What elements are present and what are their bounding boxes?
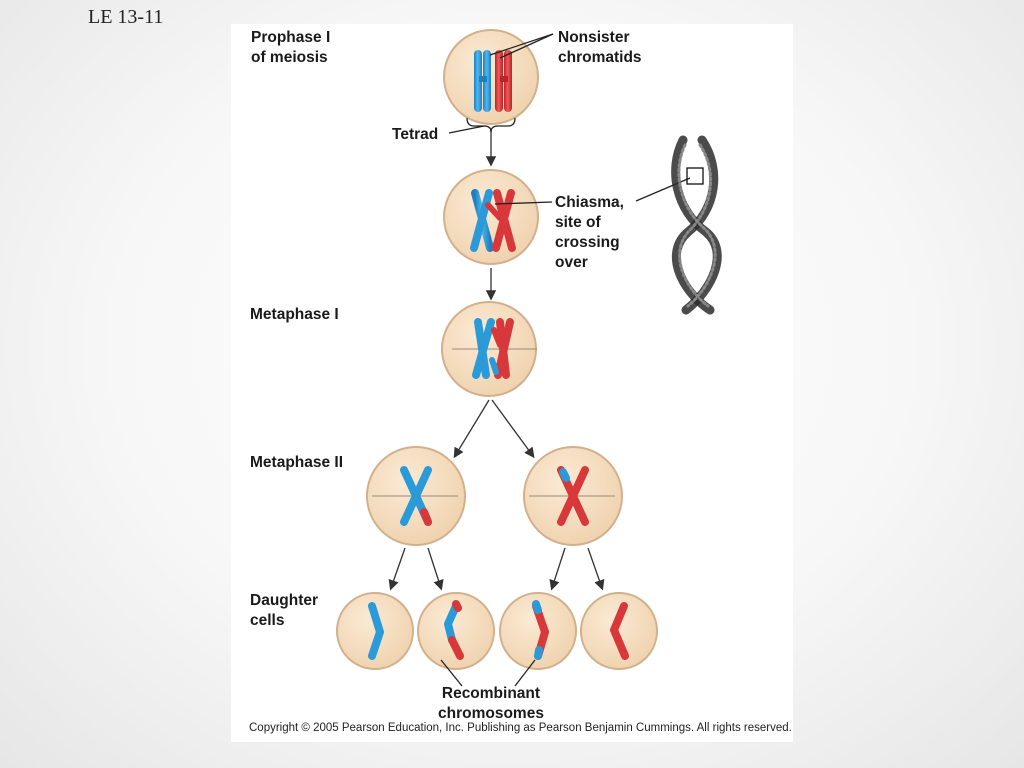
cell-metaphase-1	[441, 301, 537, 397]
daughter-cell-1	[336, 592, 414, 670]
label-prophase-line2: of meiosis	[251, 49, 328, 66]
chiasmata-micrograph	[671, 135, 722, 315]
red-homolog	[495, 50, 512, 112]
label-recombinant-chromosomes: Recombinant chromosomes	[438, 684, 544, 724]
label-metaphase-2: Metaphase II	[250, 454, 344, 471]
cell-metaphase-2-left	[366, 446, 466, 546]
label-nonsister-chromatids: Nonsister chromatids	[558, 28, 642, 68]
daughter-cell-4	[580, 592, 658, 670]
daughter-cell-2	[417, 592, 495, 670]
label-daughter-cells: Daughter cells	[250, 591, 318, 631]
label-chiasma-line3: crossing	[555, 234, 620, 251]
label-recombinant-line2: chromosomes	[438, 705, 544, 722]
slide-title: LE 13-11	[88, 6, 164, 28]
cell-prophase-tetrad	[443, 29, 539, 125]
label-prophase-1: Prophase I of meiosis	[251, 28, 330, 68]
label-daughter-line1: Daughter	[250, 592, 319, 609]
label-tetrad: Tetrad	[392, 126, 439, 143]
label-chiasma-line4: over	[555, 254, 588, 271]
flow-arrows	[388, 130, 605, 591]
label-chiasma-line2: site of	[555, 214, 601, 231]
label-daughter-line2: cells	[250, 612, 285, 629]
label-metaphase-1: Metaphase I	[250, 306, 339, 323]
chiasma-highlight-box	[686, 167, 704, 185]
leader-lines	[440, 33, 691, 687]
daughter-cell-3	[499, 592, 577, 670]
label-nonsister-line2: chromatids	[558, 49, 642, 66]
label-chiasma-line1: Chiasma,	[555, 194, 624, 211]
label-nonsister-line1: Nonsister	[558, 29, 630, 46]
cell-metaphase-2-right	[523, 446, 623, 546]
blue-homolog	[474, 50, 491, 112]
copyright-notice: Copyright © 2005 Pearson Education, Inc.…	[249, 722, 792, 734]
cell-prophase-chiasma	[443, 169, 539, 265]
label-chiasma: Chiasma, site of crossing over	[555, 193, 624, 273]
label-prophase-line1: Prophase I	[251, 29, 331, 46]
label-recombinant-line1: Recombinant	[441, 685, 541, 702]
